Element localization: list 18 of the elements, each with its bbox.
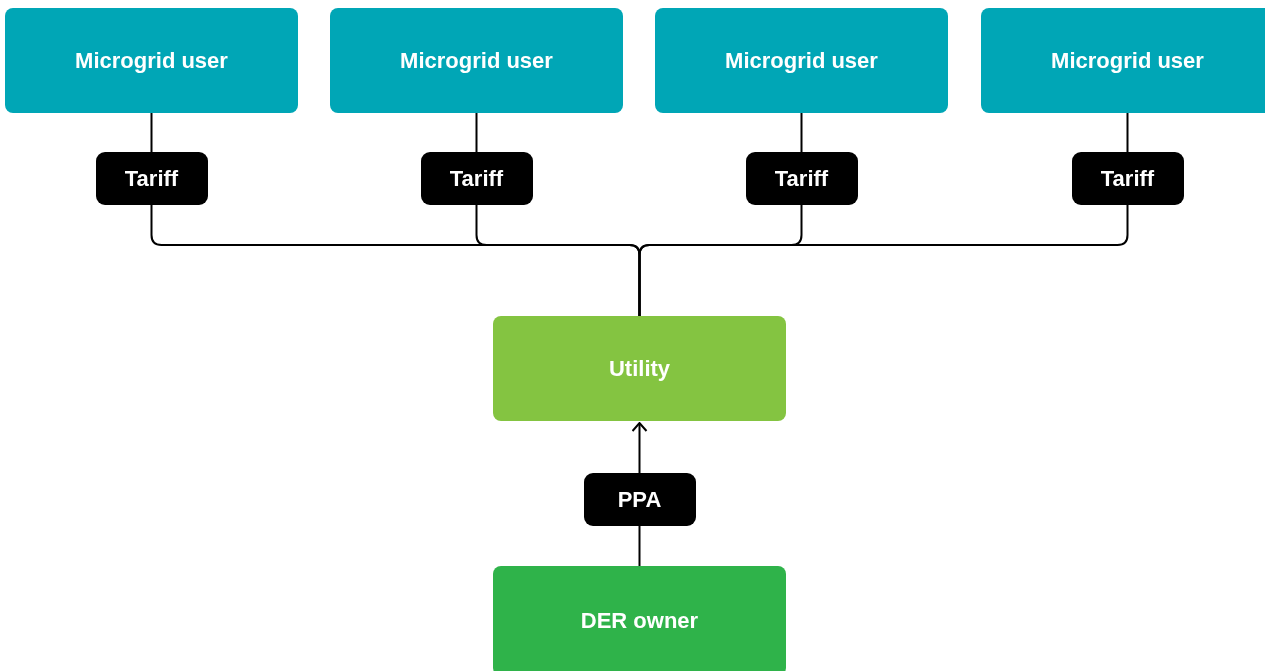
connector-line [638,112,1129,317]
edge-label: Tariff [1071,152,1184,205]
edge-label: Tariff [420,152,533,205]
edge-label: Tariff [745,152,858,205]
node-label: Microgrid user [1051,47,1204,74]
utility-box [493,316,786,421]
user-box [655,8,948,113]
node-label: Microgrid user [400,47,553,74]
node-label: Microgrid user [75,47,228,74]
node-label: Microgrid user [725,47,878,74]
node-label: Utility [608,355,671,382]
edge-label: PPA [583,473,696,526]
owner-box [493,566,786,671]
user-box [5,8,298,113]
edge-label: Tariff [95,152,208,205]
node-label: DER owner [580,608,699,634]
user-box [981,8,1265,113]
user-box [330,8,623,113]
